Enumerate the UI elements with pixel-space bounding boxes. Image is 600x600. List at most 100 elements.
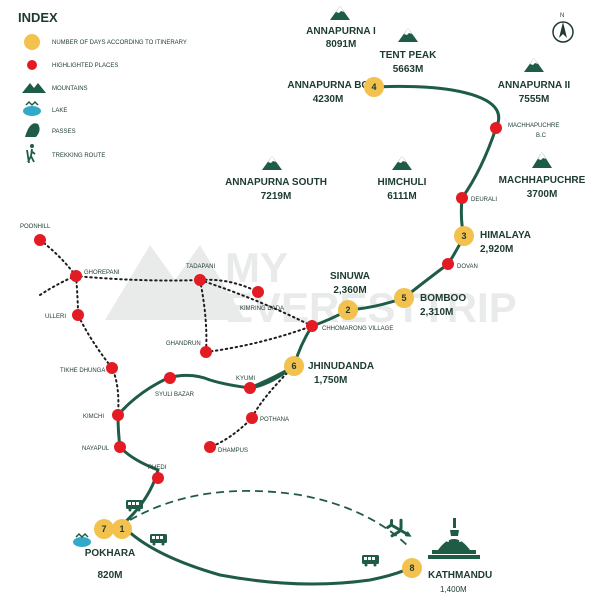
place-label: NAYAPUL — [82, 446, 110, 452]
place-dhampus: DHAMPUS — [204, 441, 248, 454]
route-line-road — [120, 523, 412, 586]
place-label: POTHANA — [260, 417, 289, 423]
place-label: B.C — [536, 133, 547, 139]
place-label: MACHHAPUCHRE — [508, 123, 559, 129]
mountain-name: ANNAPURNA II — [498, 80, 571, 91]
bus-icon — [362, 555, 379, 567]
place-label: KIMRING DADA — [240, 306, 284, 312]
bus-icon — [150, 534, 167, 546]
place-ghandrun: GHANDRUN — [166, 341, 212, 358]
red-dot-icon — [112, 409, 124, 421]
yellow-circle-icon — [94, 519, 114, 539]
stop-name: BOMBOO — [420, 293, 466, 304]
mountains: ANNAPURNA I 8091M TENT PEAK 5663M ANNAPU… — [225, 6, 586, 202]
main-route — [116, 84, 501, 586]
mountain-icon — [392, 156, 412, 170]
place-chhomarong-village: CHHOMARONG VILLAGE — [306, 320, 393, 332]
day-number: 5 — [401, 293, 406, 303]
day-number: 3 — [461, 231, 466, 241]
mountain-name: ANNAPURNA SOUTH — [225, 177, 327, 188]
yellow-circle-icon — [112, 519, 132, 539]
red-dot-icon — [244, 382, 256, 394]
lake-icon — [23, 100, 41, 116]
mountain-icon — [524, 58, 544, 72]
legend-label: LAKE — [52, 108, 67, 114]
stop-elevation: 1,400M — [440, 585, 467, 594]
stop-elevation: 1,750M — [314, 375, 347, 386]
place-label: TADAPANI — [186, 264, 215, 270]
mountain-annapurna-south: ANNAPURNA SOUTH 7219M — [225, 156, 327, 202]
mountain-elevation: 7555M — [519, 94, 550, 105]
red-dot-icon — [164, 372, 176, 384]
mountain-icon — [262, 156, 282, 170]
mountain-annapurna-bc: ANNAPURNA BC 4230M — [287, 80, 368, 105]
stop-name: POKHARA — [85, 548, 136, 559]
place-nayapul: NAYAPUL — [82, 441, 126, 453]
mountain-elevation: 7219M — [261, 191, 292, 202]
place-label: DOVAN — [457, 264, 478, 270]
day-marker-8: 8 KATHMANDU 1,400M — [402, 558, 492, 594]
stop-name: HIMALAYA — [480, 230, 531, 241]
red-dot-icon — [27, 60, 37, 70]
mountain-elevation: 3700M — [527, 189, 558, 200]
lake-icon — [73, 532, 91, 547]
mountain-name: TENT PEAK — [380, 50, 437, 61]
red-dot-icon — [152, 472, 164, 484]
day-markers: 7 1 POKHARA 820M 2 SINUWA 2,360M 3 HIMAL… — [85, 77, 531, 594]
compass-icon: N — [552, 13, 574, 43]
day-number: 2 — [345, 305, 350, 315]
yellow-circle-icon — [284, 356, 304, 376]
red-dot-icon — [70, 270, 82, 282]
mountain-elevation: 8091M — [326, 39, 357, 50]
trail-segment — [39, 274, 259, 296]
place-kimring-dada: KIMRING DADA — [240, 286, 284, 312]
place-dovan: DOVAN — [442, 258, 478, 270]
place-tikhe-dhunga: TIKHE DHUNGA — [60, 362, 118, 374]
day-marker-1: 1 POKHARA 820M — [85, 519, 136, 581]
place-label: TIKHE DHUNGA — [60, 368, 105, 374]
pass-icon — [25, 123, 40, 137]
yellow-circle-icon — [24, 34, 40, 50]
mountain-elevation: 6111M — [387, 191, 416, 202]
day-number: 8 — [409, 563, 414, 573]
red-dot-icon — [72, 309, 84, 321]
mountain-elevation: 4230M — [313, 94, 344, 105]
legend-label: MOUNTAINS — [52, 86, 88, 92]
stop-elevation: 2,920M — [480, 244, 513, 255]
mountain-name: MACHHAPUCHRE — [499, 175, 586, 186]
mountain-name: HIMCHULI — [378, 177, 427, 188]
mountain-icon — [22, 83, 46, 93]
mountain-icon — [330, 6, 350, 20]
place-machhapuchre-bc: MACHHAPUCHRE B.C — [490, 122, 559, 139]
day-marker-4: 4 — [364, 77, 384, 97]
day-marker-6: 6 JHINUDANDA 1,750M — [284, 356, 374, 386]
mountain-machhapuchre: MACHHAPUCHRE 3700M — [499, 152, 586, 200]
red-dot-icon — [34, 234, 46, 246]
compass-north: N — [560, 13, 564, 19]
stop-name: SINUWA — [330, 271, 370, 282]
yellow-circle-icon — [394, 288, 414, 308]
mountain-name: ANNAPURNA I — [306, 26, 376, 37]
mountain-icon — [532, 152, 552, 168]
day-marker-7: 7 — [94, 519, 114, 539]
red-dot-icon — [252, 286, 264, 298]
airplane-icon — [386, 518, 412, 538]
bus-icon — [126, 500, 143, 512]
stop-elevation: 820M — [97, 570, 122, 581]
trail-segment — [199, 279, 208, 353]
day-number: 1 — [119, 524, 124, 534]
red-dot-icon — [442, 258, 454, 270]
place-label: POONHILL — [20, 224, 51, 230]
red-dot-icon — [490, 122, 502, 134]
legend-label: NUMBER OF DAYS ACCORDING TO ITINERARY — [52, 40, 187, 46]
mountain-annapurna-ii: ANNAPURNA II 7555M — [498, 58, 571, 105]
place-kyumi: KYUMI — [236, 376, 256, 394]
place-label: DHAMPUS — [218, 448, 248, 454]
highlighted-places: MACHHAPUCHRE B.C DEURALI DOVAN CHHOMARON… — [20, 122, 559, 484]
red-dot-icon — [194, 274, 206, 286]
day-number: 7 — [101, 524, 106, 534]
mountain-name: ANNAPURNA BC — [287, 80, 368, 91]
stop-name: KATHMANDU — [428, 570, 492, 581]
red-dot-icon — [246, 412, 258, 424]
